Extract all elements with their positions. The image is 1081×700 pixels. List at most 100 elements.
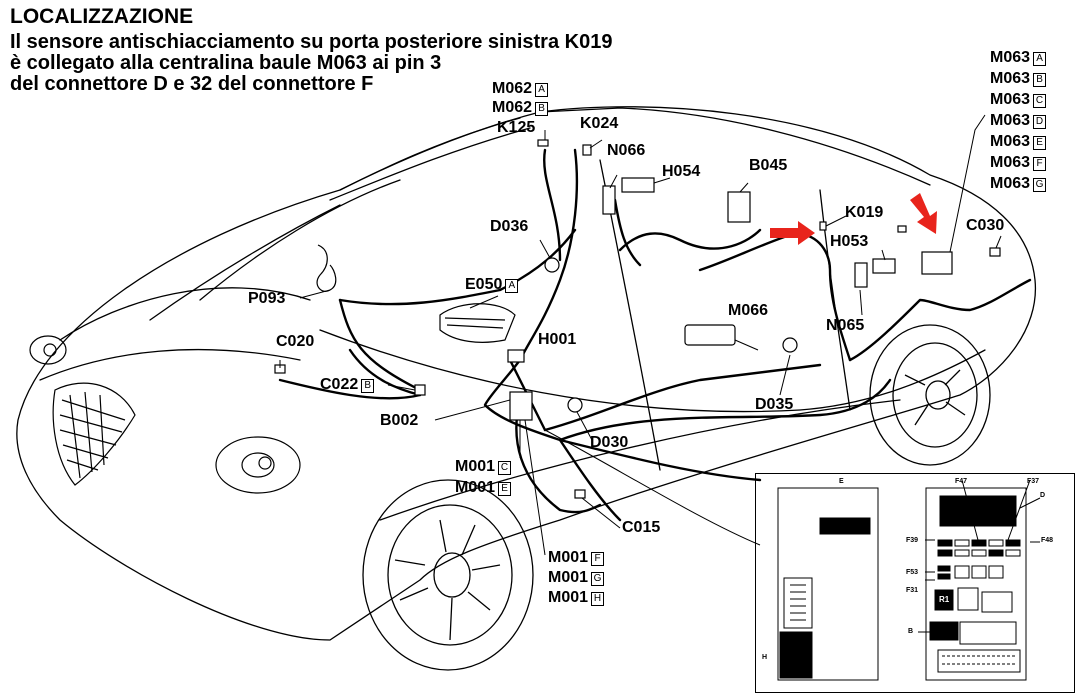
front-wheel (362, 479, 534, 671)
inset-left-panel (777, 487, 879, 681)
label-d035: D035 (755, 396, 794, 413)
label-c030: C030 (966, 217, 1005, 234)
label-m062-a-code: M062 (492, 80, 533, 97)
label-m001-g-code: M001 (548, 569, 589, 586)
label-h053: H053 (830, 233, 869, 250)
label-m063-b-code: M063 (990, 70, 1031, 87)
label-k019: K019 (845, 204, 884, 221)
inset-connector-d (939, 495, 1017, 527)
h001-connector (507, 349, 525, 363)
label-m063-c-code: M063 (990, 91, 1031, 108)
label-m001-e-code: M001 (455, 479, 496, 496)
label-c022-code: C022 (320, 376, 359, 393)
description-line-3: del connettore D e 32 del connettore F (10, 73, 374, 95)
front-grille (52, 382, 136, 486)
label-m001-e-pin: E (498, 482, 512, 496)
inset-bottom-connector (937, 649, 1021, 673)
p093-horn (316, 244, 337, 292)
label-k125: K125 (497, 119, 536, 136)
k024-sensor (582, 144, 592, 156)
label-m063-d-pin: D (1033, 115, 1047, 129)
label-m062-a-pin: A (535, 83, 549, 97)
label-m062-b-pin: B (535, 102, 549, 116)
d030-coil (567, 397, 583, 413)
label-m001-c-pin: C (498, 461, 512, 475)
components (274, 139, 1001, 499)
red-arrow-k019 (770, 221, 815, 245)
inset-label-f39: F39 (906, 537, 919, 544)
inset-label-f37: F37 (1027, 478, 1040, 485)
label-m063-a-code: M063 (990, 49, 1031, 66)
inset-label-f48: F48 (1041, 537, 1054, 544)
inset-label-d: D (1040, 492, 1046, 499)
label-m001-g-pin: G (591, 572, 605, 586)
label-d030: D030 (590, 434, 629, 451)
k019-sensor-b (897, 225, 907, 233)
red-arrows (770, 193, 937, 245)
label-m001-h-code: M001 (548, 589, 589, 606)
label-h001: H001 (538, 331, 577, 348)
inset-label-r1: R1 (939, 595, 950, 604)
label-m001-c-code: M001 (455, 458, 496, 475)
c022-connector (414, 384, 426, 396)
leader-lines (279, 114, 1002, 556)
wiring-harness (278, 148, 1032, 522)
label-m001-f-code: M001 (548, 549, 589, 566)
inset-right-panel (925, 487, 1027, 681)
label-k024: K024 (580, 115, 619, 132)
label-m001-h-pin: H (591, 592, 605, 606)
label-m001-f-pin: F (591, 552, 605, 566)
description-line-1: Il sensore antischiacciamento su porta p… (10, 31, 613, 53)
label-m063-b-pin: B (1033, 73, 1047, 87)
label-m063-f-code: M063 (990, 154, 1031, 171)
label-d036: D036 (490, 218, 529, 235)
label-e050-pin: A (505, 279, 519, 293)
inset-connector-h (779, 631, 813, 679)
inset-relay-r1 (934, 589, 954, 611)
inset-label-h: H (762, 654, 768, 661)
e050-module (439, 303, 516, 343)
label-b002: B002 (380, 412, 419, 429)
label-m063-g-code: M063 (990, 175, 1031, 192)
headlights (29, 335, 301, 494)
label-m063-d-code: M063 (990, 112, 1031, 129)
inset-connector-e (819, 517, 871, 535)
car-body-outline (16, 106, 1037, 641)
h053-block (872, 258, 896, 274)
inset-label-e: E (839, 478, 844, 485)
k019-sensor (819, 221, 827, 231)
label-c020: C020 (276, 333, 315, 350)
page-title: LOCALIZZAZIONE (10, 5, 194, 28)
label-m063-a-pin: A (1033, 52, 1047, 66)
label-c015: C015 (622, 519, 661, 536)
label-m063-e-pin: E (1033, 136, 1047, 150)
label-n066: N066 (607, 142, 646, 159)
label-c022-pin: B (361, 379, 375, 393)
inset-label-f31: F31 (906, 587, 919, 594)
inset-label-b: B (908, 628, 914, 635)
rear-wheel (869, 324, 991, 466)
k125-sensor (537, 139, 549, 147)
label-e050-code: E050 (465, 276, 503, 293)
inset-connector-b (929, 621, 959, 641)
inset-drawing (777, 479, 1041, 681)
c030-connector (989, 247, 1001, 257)
m066-block (684, 324, 736, 346)
n066-box (602, 185, 616, 215)
